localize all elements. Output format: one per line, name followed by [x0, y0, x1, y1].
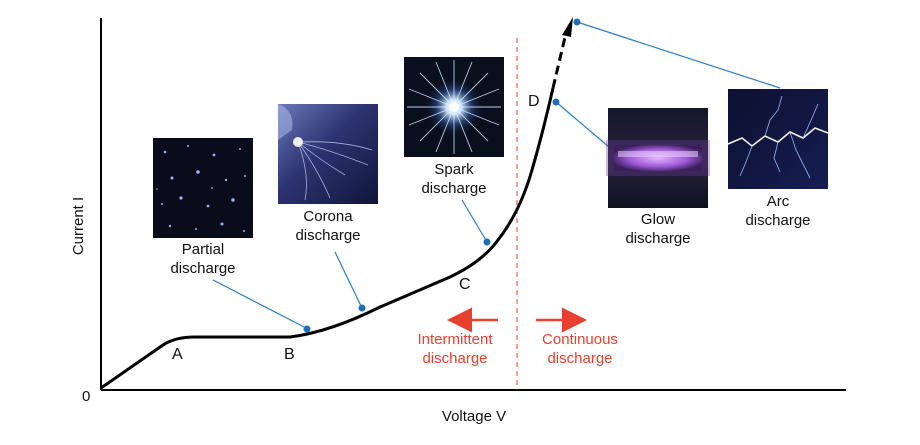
glow-marker: [552, 98, 560, 106]
partial-discharge-image: [153, 138, 253, 238]
arc-discharge-label-line1: Arc: [767, 193, 790, 210]
arc-discharge-label-line2: discharge: [745, 212, 810, 229]
curve-arrowhead: [562, 17, 573, 37]
spark-discharge-label-line2: discharge: [421, 180, 486, 197]
intermittent-label-line2: discharge: [422, 350, 487, 367]
glow-discharge-label-line1: Glow: [641, 211, 675, 228]
current-voltage-curve: [100, 87, 555, 390]
partial-leader-line: [212, 279, 307, 329]
corona-discharge-image: [278, 104, 378, 204]
spark-discharge-label-line1: Spark: [434, 161, 474, 178]
glow-discharge-label-line2: discharge: [625, 230, 690, 247]
glow-discharge-image: [606, 108, 710, 208]
corona-leader-line: [334, 251, 363, 309]
x-axis-label: Voltage V: [442, 408, 506, 425]
intermittent-label-line1: Intermittent: [417, 331, 493, 348]
partial-discharge-label-line2: discharge: [170, 260, 235, 277]
partial-discharge-label-line1: Partial: [182, 241, 225, 258]
corona-marker: [358, 304, 366, 312]
origin-label: 0: [82, 388, 90, 405]
glow-leader-line: [555, 101, 610, 148]
partial-marker: [303, 325, 311, 333]
spark-leader-line: [461, 199, 488, 243]
curve-extension-dashed: [551, 32, 568, 89]
y-axis-label: Current I: [70, 197, 87, 255]
arc-leader-line: [576, 21, 781, 89]
corona-discharge-label-line2: discharge: [295, 227, 360, 244]
arc-discharge-image: [727, 89, 829, 189]
corona-discharge-label-line1: Corona: [303, 208, 353, 225]
point-c-label: C: [459, 276, 471, 293]
point-d-label: D: [528, 93, 540, 110]
point-a-label: A: [172, 346, 183, 363]
spark-marker: [483, 238, 491, 246]
arc-marker: [573, 18, 581, 26]
point-b-label: B: [284, 346, 295, 363]
spark-discharge-image: [404, 57, 504, 157]
continuous-label-line2: discharge: [547, 350, 612, 367]
continuous-label-line1: Continuous: [542, 331, 618, 348]
